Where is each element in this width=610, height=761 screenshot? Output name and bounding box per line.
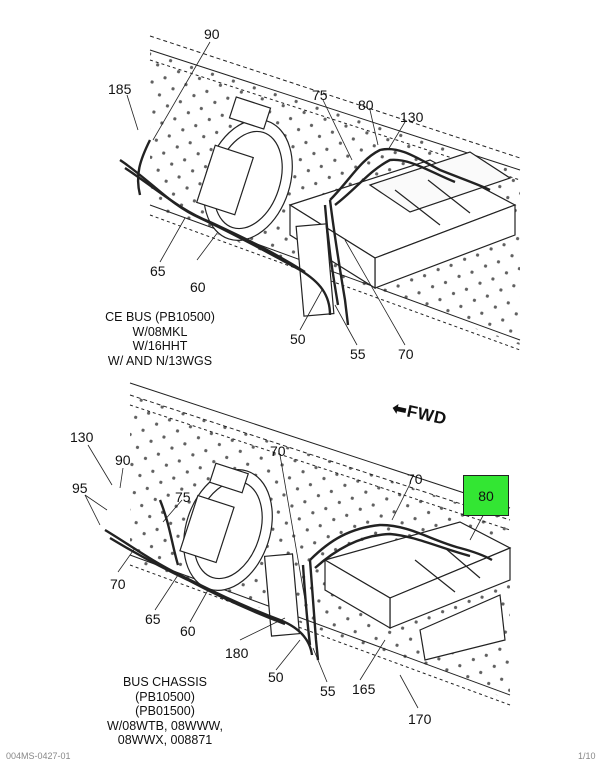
callout-50: 50: [268, 669, 284, 685]
top-flywheel-housing: [195, 96, 293, 241]
callout-50: 50: [290, 331, 306, 347]
footer-page: 1/10: [578, 751, 596, 761]
callout-75: 75: [175, 489, 191, 505]
caption-line: W/16HHT: [132, 339, 188, 353]
callout-165: 165: [352, 681, 376, 697]
top-wire-harness: [119, 139, 491, 326]
callout-75: 75: [312, 87, 328, 103]
callout-90: 90: [115, 452, 131, 468]
callout-130: 130: [400, 109, 424, 125]
bottom-wire-harness: [104, 499, 493, 661]
bottom-battery-box: [263, 521, 512, 661]
caption-line: (PB01500): [135, 704, 195, 718]
bottom-flywheel-housing: [179, 462, 273, 591]
caption-line: W/08MKL: [132, 324, 188, 339]
callout-70: 70: [407, 471, 423, 487]
callout-55: 55: [350, 346, 366, 362]
callout-90: 90: [204, 26, 220, 42]
highlight-box-fill: [463, 475, 509, 516]
caption-line: BUS CHASSIS: [122, 675, 208, 689]
callout-55: 55: [320, 683, 336, 699]
callout-180: 180: [225, 645, 249, 661]
caption-line: 08WWX, 008871: [117, 733, 213, 747]
bottom-leader-lines: [84, 444, 487, 709]
callout-80: 80: [358, 97, 374, 113]
caption-line: W/08WTB, 08WWW,: [107, 718, 223, 733]
callout-130: 130: [70, 429, 94, 445]
caption-line: W/ AND N/13WGS: [107, 353, 213, 368]
caption-line: (PB10500): [135, 689, 195, 704]
top-view-caption: CE BUS (PB10500) W/08MKL W/16HHT W/ AND …: [100, 310, 220, 368]
callout-170: 170: [408, 711, 432, 727]
callout-60: 60: [180, 623, 196, 639]
callout-70: 70: [270, 443, 286, 459]
top-battery-box: [288, 151, 517, 317]
callout-70: 70: [398, 346, 414, 362]
top-leader-lines: [126, 41, 406, 346]
footer-code: 004MS-0427-01: [6, 751, 71, 761]
bottom-view-caption: BUS CHASSIS (PB10500) (PB01500) W/08WTB,…: [100, 675, 230, 748]
callout-185: 185: [108, 81, 132, 97]
callout-60: 60: [190, 279, 206, 295]
caption-line: CE BUS (PB10500): [105, 310, 215, 324]
callout-95: 95: [72, 480, 88, 496]
callout-65: 65: [145, 611, 161, 627]
callout-65: 65: [150, 263, 166, 279]
callout-70: 70: [110, 576, 126, 592]
highlighted-callout-80[interactable]: 80: [463, 475, 509, 516]
